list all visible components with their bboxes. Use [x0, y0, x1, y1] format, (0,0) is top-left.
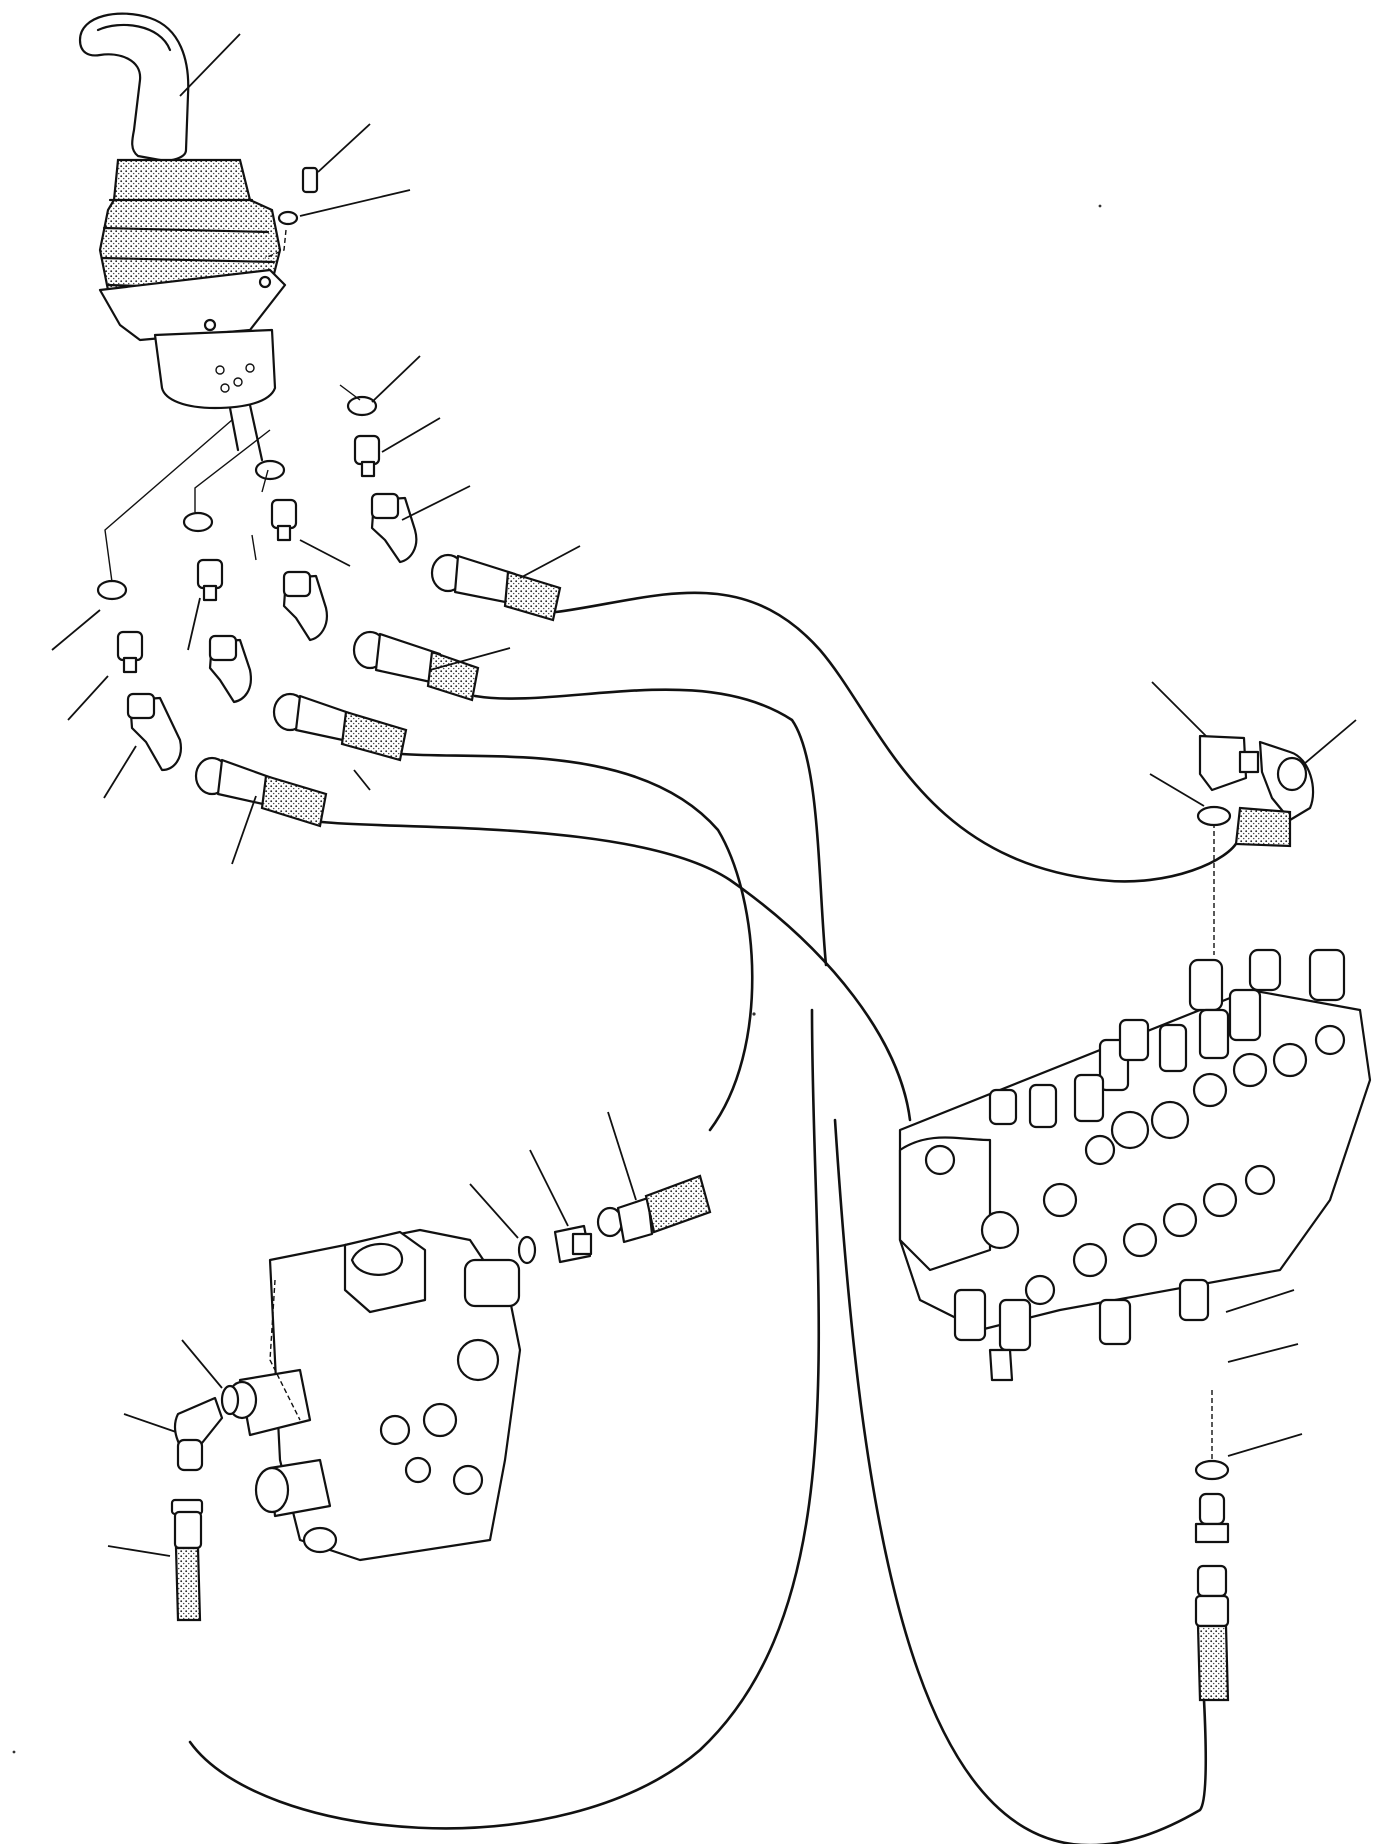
joystick-assembly	[78, 12, 319, 462]
single-valve-outlet-fitting	[170, 1384, 240, 1622]
multi-section-control-valve	[898, 948, 1372, 1382]
pilot-fitting-group-1	[346, 395, 562, 622]
hose-3	[400, 752, 754, 1132]
joystick-pilot-valve	[153, 328, 277, 410]
pilot-fitting-group-3	[182, 511, 408, 762]
pilot-fitting-group-2	[254, 459, 480, 702]
stray-mark	[752, 1012, 756, 1016]
hose-2	[473, 688, 828, 967]
callout-leaders	[51, 33, 1357, 1557]
pilot-fitting-group-4	[96, 579, 328, 828]
stray-mark	[1098, 204, 1102, 208]
pilot-hoses	[188, 591, 1240, 1844]
hose-1	[554, 591, 1240, 883]
single-control-valve	[226, 1228, 522, 1562]
joystick-handle	[78, 12, 190, 162]
multi-valve-outlet-fitting	[1194, 1390, 1230, 1702]
cap-screw	[301, 166, 319, 194]
stray-mark	[12, 1750, 16, 1754]
multi-valve-inlet-fitting	[1196, 734, 1315, 955]
hose-5	[188, 1008, 821, 1830]
single-valve-inlet-fitting	[517, 1174, 712, 1265]
washer	[277, 210, 299, 226]
center-lines	[104, 384, 361, 583]
hose-6	[833, 1118, 1208, 1844]
hose-4	[320, 820, 912, 1122]
